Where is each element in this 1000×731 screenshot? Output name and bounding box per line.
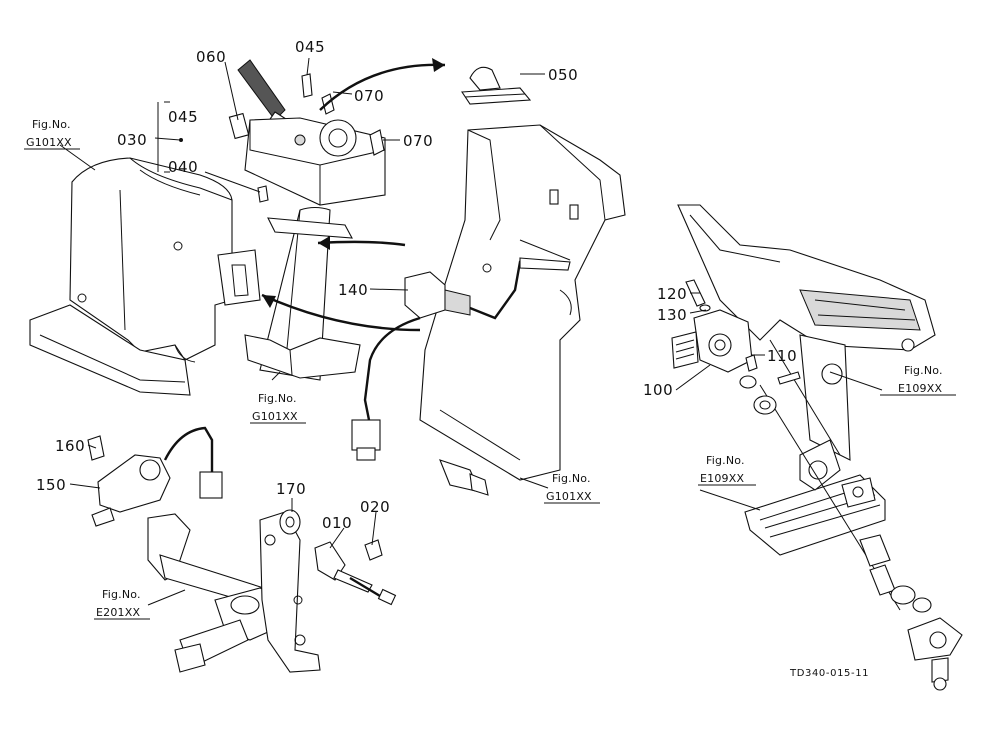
label-070-b: 070 bbox=[403, 132, 433, 150]
label-120: 120 bbox=[657, 285, 687, 303]
part-number-labels: 060 045 045 030 040 070 070 050 140 120 … bbox=[36, 38, 797, 532]
label-020: 020 bbox=[360, 498, 390, 516]
label-010: 010 bbox=[322, 514, 352, 532]
sensor-150 bbox=[87, 426, 223, 527]
fig-ref-g101-left: Fig.No. G101XX bbox=[24, 118, 80, 150]
column-assembly bbox=[217, 59, 386, 381]
svg-text:E109XX: E109XX bbox=[700, 472, 744, 485]
assembly-arrows bbox=[261, 58, 446, 332]
label-045-top: 045 bbox=[295, 38, 325, 56]
pedal-assembly bbox=[671, 204, 963, 691]
bracket-e201 bbox=[147, 511, 321, 673]
svg-text:G101XX: G101XX bbox=[252, 410, 298, 423]
label-140: 140 bbox=[338, 281, 368, 299]
label-050: 050 bbox=[548, 66, 578, 84]
figure-references: Fig.No. G101XX Fig.No. G101XX Fig.No. G1… bbox=[24, 118, 956, 620]
label-040: 040 bbox=[168, 158, 198, 176]
switch-parts bbox=[279, 509, 397, 606]
fig-ref-g101-mid: Fig.No. G101XX bbox=[250, 392, 306, 424]
label-170: 170 bbox=[276, 480, 306, 498]
fig-ref-e201: Fig.No. E201XX bbox=[94, 588, 150, 620]
label-060: 060 bbox=[196, 48, 226, 66]
right-panel bbox=[419, 124, 626, 496]
label-030: 030 bbox=[117, 131, 147, 149]
svg-text:G101XX: G101XX bbox=[546, 490, 592, 503]
label-160: 160 bbox=[55, 437, 85, 455]
svg-text:E109XX: E109XX bbox=[898, 382, 942, 395]
svg-text:E201XX: E201XX bbox=[96, 606, 140, 619]
label-150: 150 bbox=[36, 476, 66, 494]
svg-text:Fig.No.: Fig.No. bbox=[904, 364, 943, 377]
svg-text:G101XX: G101XX bbox=[26, 136, 72, 149]
drawing-code: TD340-015-11 bbox=[789, 668, 869, 679]
left-floor-panel bbox=[29, 157, 233, 396]
svg-text:Fig.No.: Fig.No. bbox=[32, 118, 71, 131]
label-045-left: 045 bbox=[168, 108, 198, 126]
hook-050 bbox=[461, 66, 532, 105]
fig-ref-g101-right: Fig.No. G101XX bbox=[544, 472, 600, 504]
leader-lines bbox=[59, 57, 883, 606]
svg-text:Fig.No.: Fig.No. bbox=[102, 588, 141, 601]
label-100: 100 bbox=[643, 381, 673, 399]
sensor-140 bbox=[351, 257, 571, 461]
label-070-a: 070 bbox=[354, 87, 384, 105]
label-110: 110 bbox=[767, 347, 797, 365]
fig-ref-e109-mid: Fig.No. E109XX bbox=[698, 454, 756, 486]
svg-text:Fig.No.: Fig.No. bbox=[706, 454, 745, 467]
fig-ref-e109-right: Fig.No. E109XX bbox=[880, 364, 956, 396]
svg-text:Fig.No.: Fig.No. bbox=[552, 472, 591, 485]
svg-text:Fig.No.: Fig.No. bbox=[258, 392, 297, 405]
label-130: 130 bbox=[657, 306, 687, 324]
